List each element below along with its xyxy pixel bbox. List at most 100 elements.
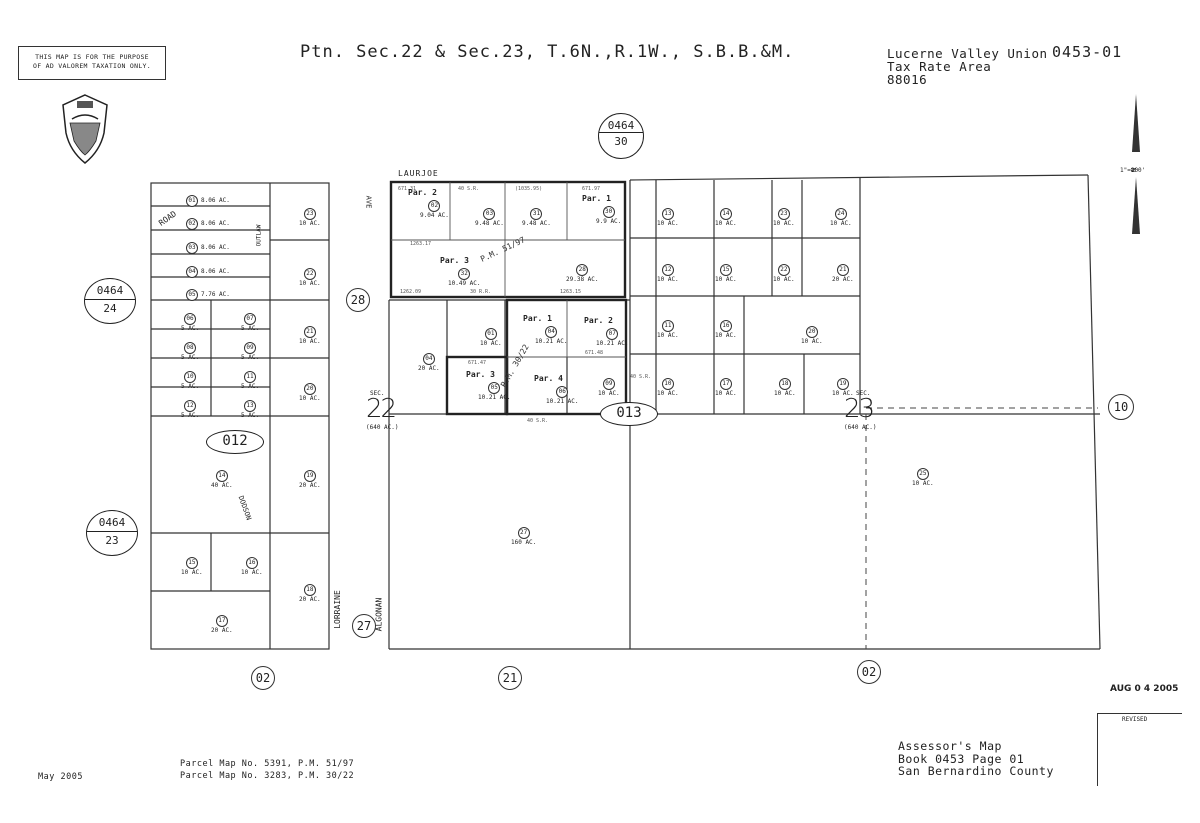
adjacent-page-21[interactable]: 21 (498, 666, 522, 690)
parcel-acreage: 20 AC. (832, 276, 854, 283)
parcel-acreage: 20 AC. (418, 365, 440, 372)
parcel-number: 02 (186, 218, 198, 230)
section-label: SEC. (856, 390, 871, 397)
parcel-number: 02 (428, 200, 441, 212)
parcel-acreage: 5 AC. (241, 412, 260, 419)
adjacent-page-10[interactable]: 10 (1108, 394, 1134, 420)
parcel-acreage: 10 AC. (598, 390, 620, 397)
adjacent-page-27[interactable]: 27 (352, 614, 376, 638)
parcel-acreage: 20 AC. (299, 482, 321, 489)
parcel-number: 13 (661, 208, 674, 220)
svg-text:1262.09: 1262.09 (400, 289, 421, 295)
parcel-number: 30 (602, 206, 615, 218)
parcel-number: 24 (834, 208, 847, 220)
map-book: 0464 (85, 279, 135, 300)
adjacent-page-28[interactable]: 28 (346, 288, 370, 312)
adjacent-map-0464-24[interactable]: 0464 24 (84, 278, 136, 324)
svg-text:671.48: 671.48 (585, 350, 603, 356)
map-page: 24 (103, 302, 117, 315)
parcel-acreage: 9.48 AC. (522, 220, 551, 227)
parcel-acreage: 8.06 AC. (201, 268, 230, 275)
parcel-acreage: 10 AC. (774, 390, 796, 397)
notice-line-2: OF AD VALOREM TAXATION ONLY. (33, 62, 151, 70)
parcel-acreage: 7.76 AC. (201, 291, 230, 298)
svg-text:671.47: 671.47 (468, 360, 486, 366)
street-laurjoe: LAURJOE (398, 169, 439, 178)
tax-rate-area: Lucerne Valley Union Tax Rate Area 88016 (887, 47, 1048, 86)
map-date: May 2005 (38, 772, 83, 782)
adjacent-page-02-right[interactable]: 02 (857, 660, 881, 684)
north-arrow-icon: N (1118, 92, 1158, 237)
parcel-number: 10 (661, 378, 674, 390)
adjacent-page-02-left[interactable]: 02 (251, 666, 275, 690)
parcel-number: 06 (184, 313, 197, 325)
adjacent-map-0464-30[interactable]: 0464 30 (598, 113, 644, 159)
adjacent-map-0464-23[interactable]: 0464 23 (86, 510, 138, 556)
parcel-acreage: 160 AC. (511, 539, 537, 546)
parcel-acreage: 10 AC. (657, 332, 679, 339)
parcel-acreage: 8.06 AC. (201, 197, 230, 204)
parcel-acreage: 5 AC. (241, 383, 260, 390)
parcel-acreage: 10 AC. (299, 220, 321, 227)
tax-rate-area-label: Tax Rate Area (887, 59, 992, 74)
parcel-acreage: 5 AC. (181, 383, 200, 390)
map-number: 0453-01 (1052, 43, 1123, 61)
tax-rate-area-code: 88016 (887, 72, 928, 87)
section-number: 22 (366, 394, 397, 424)
